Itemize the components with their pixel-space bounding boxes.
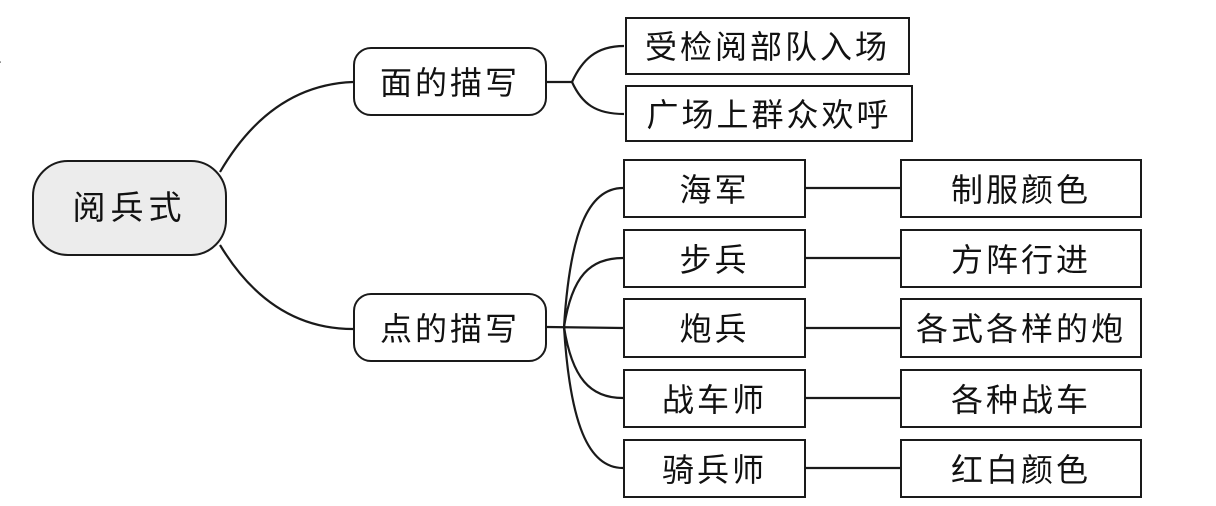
node-leaf-label: 广场上群众欢呼 <box>646 96 892 133</box>
edge-root-to-dian <box>219 244 354 331</box>
edge-dian-to-paobing <box>546 325 624 330</box>
node-leaf-label: 海军 <box>679 171 750 208</box>
node-detail-red-white-color: 红白颜色 <box>900 439 1142 498</box>
node-detail-various-cannons: 各式各样的炮 <box>900 298 1142 358</box>
edge-root-to-mian <box>219 80 354 173</box>
node-leaf-label: 战车师 <box>661 381 767 418</box>
node-root: 阅兵式 <box>32 160 227 256</box>
node-leaf-artillery: 炮兵 <box>623 298 806 358</box>
node-leaf-label: 炮兵 <box>679 311 750 347</box>
node-leaf-infantry: 步兵 <box>623 229 806 288</box>
edge-dian-to-qibingshi <box>562 326 624 470</box>
edge-mian-to-leaf1 <box>570 44 625 83</box>
node-leaf-crowd-cheering: 广场上群众欢呼 <box>625 85 913 142</box>
node-leaf-label: 骑兵师 <box>661 451 767 488</box>
node-detail-various-tanks: 各种战车 <box>900 369 1142 428</box>
node-detail-label: 各式各样的炮 <box>915 311 1126 347</box>
node-branch-surface-description: 面的描写 <box>353 47 547 116</box>
edge-dian-to-zhancheshi <box>562 326 624 400</box>
node-detail-uniform-color: 制服颜色 <box>900 159 1142 218</box>
node-leaf-troops-entering: 受检阅部队入场 <box>625 17 910 75</box>
cropped-punctuation-mark: 、 <box>0 26 22 72</box>
node-leaf-cavalry-division: 骑兵师 <box>623 439 806 498</box>
edge-mian-to-leaf2 <box>570 81 625 116</box>
node-detail-label: 制服颜色 <box>950 171 1091 208</box>
node-detail-square-formation: 方阵行进 <box>900 229 1142 288</box>
node-leaf-tank-division: 战车师 <box>623 369 806 428</box>
edge-dian-to-haijun <box>562 186 624 328</box>
node-root-label: 阅兵式 <box>72 190 187 227</box>
node-branch-label: 面的描写 <box>379 64 520 101</box>
node-detail-label: 各种战车 <box>950 381 1091 418</box>
node-branch-label: 点的描写 <box>379 310 520 347</box>
edge-dian-to-bubing <box>562 256 624 328</box>
node-leaf-label: 步兵 <box>679 241 750 278</box>
node-branch-point-description: 点的描写 <box>353 293 547 362</box>
node-leaf-navy: 海军 <box>623 159 806 218</box>
node-detail-label: 红白颜色 <box>950 451 1091 488</box>
node-leaf-label: 受检阅部队入场 <box>644 29 890 65</box>
node-detail-label: 方阵行进 <box>950 241 1091 278</box>
